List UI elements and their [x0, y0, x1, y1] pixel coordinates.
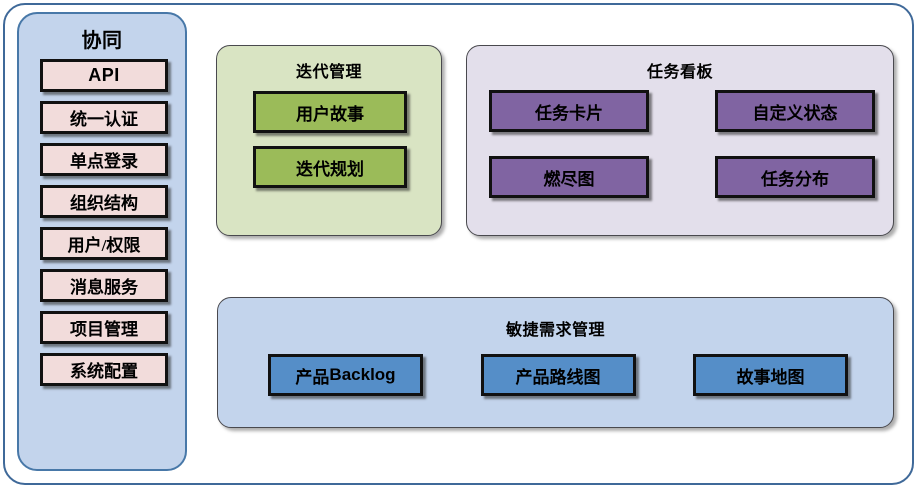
iteration-item-user-story[interactable]: 用户故事 [253, 91, 407, 133]
panel-iteration-management[interactable]: 迭代管理 用户故事 迭代规划 [216, 45, 442, 236]
agile-item-story-map[interactable]: 故事地图 [693, 354, 848, 396]
collaboration-item-system-config[interactable]: 系统配置 [40, 353, 168, 386]
iteration-item-iteration-planning[interactable]: 迭代规划 [253, 146, 407, 188]
agile-item-product-backlog-cjk: 产品 [295, 367, 330, 387]
collaboration-item-message-service[interactable]: 消息服务 [40, 269, 168, 302]
collaboration-item-user-permission[interactable]: 用户/权限 [40, 227, 168, 260]
collaboration-item-sso[interactable]: 单点登录 [40, 143, 168, 176]
panel-collaboration[interactable]: 协同 API 统一认证 单点登录 组织结构 用户/权限 消息服务 项目管理 系统… [17, 12, 187, 471]
agile-item-product-roadmap[interactable]: 产品路线图 [480, 354, 636, 396]
task-board-item-grid: 任务卡片 自定义状态 燃尽图 任务分布 [489, 90, 875, 198]
agile-item-product-backlog-latin: Backlog [329, 365, 396, 384]
collaboration-item-list: API 统一认证 单点登录 组织结构 用户/权限 消息服务 项目管理 系统配置 [40, 59, 168, 395]
panel-agile-requirement-management-title: 敏捷需求管理 [505, 322, 605, 339]
collaboration-item-api[interactable]: API [40, 59, 168, 92]
panel-task-board-title: 任务看板 [646, 64, 713, 81]
collaboration-item-unified-auth[interactable]: 统一认证 [40, 101, 168, 134]
iteration-item-list: 用户故事 迭代规划 [253, 91, 407, 201]
task-board-item-task-distribution[interactable]: 任务分布 [715, 156, 875, 198]
collaboration-item-org-structure[interactable]: 组织结构 [40, 185, 168, 218]
task-board-item-burndown-chart[interactable]: 燃尽图 [489, 156, 649, 198]
panel-task-board[interactable]: 任务看板 任务卡片 自定义状态 燃尽图 任务分布 [466, 45, 894, 236]
panel-collaboration-title: 协同 [81, 30, 123, 52]
task-board-item-custom-status[interactable]: 自定义状态 [715, 90, 875, 132]
panel-iteration-management-title: 迭代管理 [295, 64, 362, 81]
collaboration-item-project-management[interactable]: 项目管理 [40, 311, 168, 344]
task-board-item-task-card[interactable]: 任务卡片 [489, 90, 649, 132]
